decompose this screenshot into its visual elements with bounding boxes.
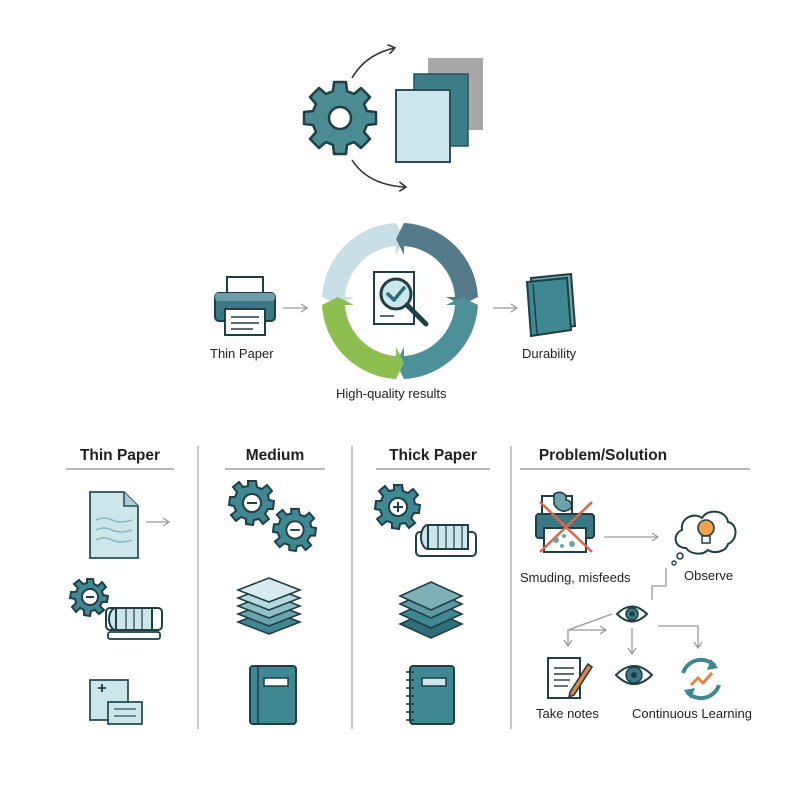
column-title-problem-solution: Problem/Solution	[538, 447, 668, 464]
quality-cycle	[322, 223, 478, 379]
take-notes-label: Take notes	[536, 706, 599, 721]
thought-bulb-icon	[671, 510, 737, 566]
notes-pencil-icon	[547, 657, 594, 699]
high-quality-label: High-quality results	[336, 386, 447, 401]
observe-label: Observe	[684, 568, 734, 583]
gear-minus-icon	[271, 507, 318, 553]
column-divider	[197, 446, 199, 729]
gear-icon	[302, 80, 378, 156]
continuous-learning-label: Continuous Learning	[632, 706, 752, 721]
eye-icon	[615, 605, 649, 623]
column-title-thick-paper: Thick Paper	[389, 447, 477, 464]
printer-icon	[214, 276, 276, 336]
gear-minus-roller-icon	[68, 578, 163, 640]
thin-sheet-icon	[89, 491, 171, 559]
paper-stack-icon	[395, 58, 483, 163]
sheet-note-icon	[89, 679, 143, 725]
medium-stack-icon	[235, 577, 303, 635]
eye-icon	[614, 665, 654, 685]
column-divider	[510, 446, 512, 729]
column-title-thin-paper: Thin Paper	[79, 447, 161, 464]
continuous-learning-icon	[681, 657, 721, 701]
quality-check-icon	[373, 271, 429, 327]
durability-label: Durability	[522, 346, 577, 361]
gear-plus-icon	[373, 484, 422, 531]
gear-minus-icon	[227, 480, 276, 527]
spiral-notebook-icon	[406, 665, 455, 725]
thick-stack-icon	[398, 581, 464, 639]
thin-paper-label: Thin Paper	[210, 346, 274, 361]
arrow-from-cycle	[493, 303, 519, 313]
column-divider	[351, 446, 353, 729]
roller-icon	[415, 524, 477, 557]
arrow-to-cycle	[283, 303, 309, 313]
column-title-medium: Medium	[245, 447, 305, 464]
book-icon	[525, 272, 577, 338]
notebook-icon	[249, 665, 297, 725]
smudging-label: Smuding, misfeeds	[520, 570, 631, 585]
printer-error-icon	[535, 491, 595, 553]
